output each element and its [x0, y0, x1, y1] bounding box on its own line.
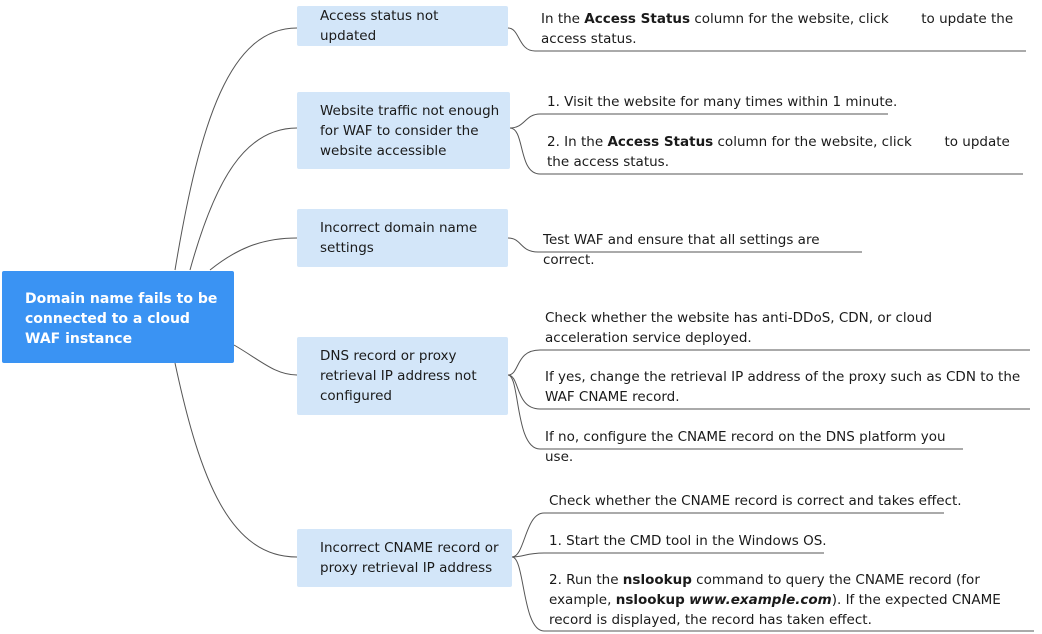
cause-label: Access status not updated — [320, 8, 439, 44]
solution-text: Check whether the CNAME record is correc… — [549, 493, 962, 509]
connector-root-cause-1 — [174, 27, 298, 271]
cause-dns-record: DNS record or proxy retrieval IP address… — [297, 337, 508, 415]
connector-cause5-sol2 — [511, 552, 824, 558]
cause-insufficient-traffic: Website traffic not enough for WAF to co… — [297, 92, 510, 169]
cause-label: Incorrect domain name settings — [320, 220, 478, 256]
connector-cause4-sol1 — [507, 349, 1030, 376]
connector-root-cause-5 — [174, 362, 298, 558]
solution-text: In the Access Status column for the webs… — [541, 11, 1014, 47]
solution-text: 2. In the Access Status column for the w… — [547, 134, 1010, 170]
connector-root-cause-2 — [189, 127, 298, 271]
connector-cause2-sol1 — [509, 113, 888, 129]
root-topic: Domain name fails to be connected to a c… — [2, 271, 234, 363]
connector-cause5-sol3 — [511, 556, 1034, 632]
solution-text: If no, configure the CNAME record on the… — [545, 429, 946, 465]
cause-label: Incorrect CNAME record or proxy retrieva… — [320, 540, 499, 576]
connector-cause1-sol1 — [507, 27, 1026, 52]
connector-cause4-sol3 — [507, 374, 963, 450]
cause-domain-settings: Incorrect domain name settings — [297, 209, 508, 267]
solution-text: Check whether the website has anti-DDoS,… — [545, 310, 933, 346]
connector-cause5-sol1 — [511, 512, 944, 558]
connector-cause2-sol2 — [509, 127, 1023, 175]
cause-cname-record: Incorrect CNAME record or proxy retrieva… — [297, 529, 512, 587]
connector-root-cause-4 — [233, 344, 298, 376]
connector-cause4-sol2 — [507, 374, 1030, 410]
solution-text: 1. Visit the website for many times with… — [547, 94, 898, 110]
solution-text: Test WAF and ensure that all settings ar… — [543, 232, 820, 268]
solution-text: If yes, change the retrieval IP address … — [545, 369, 1021, 405]
connector-cause3-sol1 — [507, 237, 862, 253]
cause-label: DNS record or proxy retrieval IP address… — [320, 348, 477, 404]
cause-label: Website traffic not enough for WAF to co… — [320, 102, 500, 159]
cause-access-status: Access status not updated — [297, 6, 508, 46]
connector-root-cause-3 — [209, 237, 298, 271]
solution-text: 2. Run the nslookup command to query the… — [549, 572, 1001, 628]
root-topic-label: Domain name fails to be connected to a c… — [25, 291, 218, 347]
solution-text: 1. Start the CMD tool in the Windows OS. — [549, 533, 827, 549]
